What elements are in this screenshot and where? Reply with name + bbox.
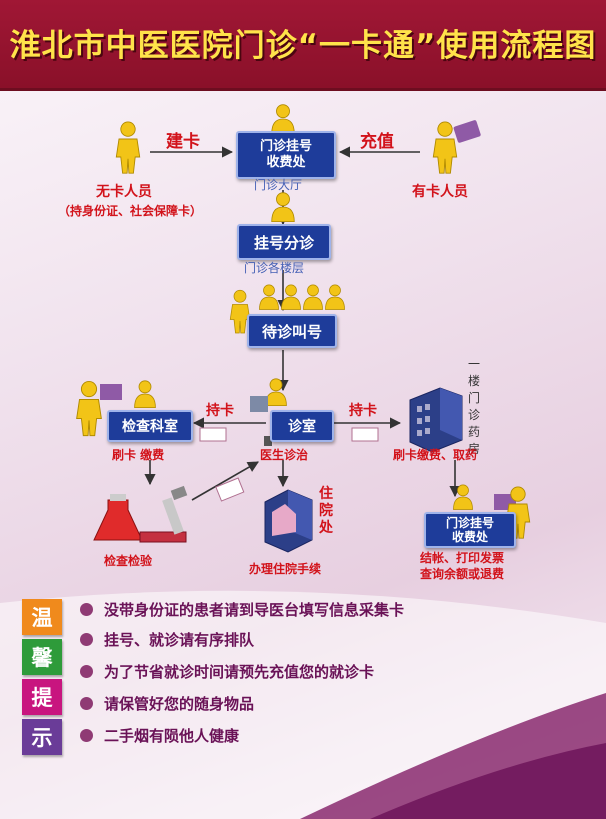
settle-line-1: 结帐、打印发票: [420, 551, 505, 565]
tip-item: 挂号、就诊请有序排队: [104, 631, 255, 649]
triage-box: 挂号分诊: [237, 224, 331, 260]
triage-staff-icon: [271, 192, 295, 222]
card-icon: [215, 477, 245, 502]
admission-label: 办理住院手续: [249, 562, 322, 576]
tip-badge-1: 温: [22, 599, 62, 635]
tips-panel: 温 馨 提 示 没带身份证的患者请到导医台填写信息采集卡 挂号、就诊请有序排队 …: [0, 583, 606, 819]
inpatient-label: 住院处: [319, 486, 333, 536]
page-title: 淮北市中医医院门诊“一卡通”使用流程图: [9, 28, 597, 64]
swipe-pay-label: 刷卡 缴费: [112, 448, 165, 462]
doctor-desk-icon: [250, 378, 287, 446]
lab-label: 检查检验: [104, 554, 153, 568]
tip-item: 请保管好您的随身物品: [104, 695, 255, 713]
bullet-icon: [80, 729, 93, 742]
exam-department-box: 检查科室: [107, 410, 193, 442]
clinic-room-box: 诊室: [270, 410, 334, 442]
hold-card-right-label: 持卡: [349, 403, 377, 419]
swipe-pay-med-label: 刷卡缴费、取药: [393, 448, 478, 462]
hold-card-left-label: 持卡: [206, 403, 234, 419]
card-icon: [351, 427, 379, 442]
registration-fee-office-box: 门诊挂号 收费处: [236, 131, 336, 179]
tip-badge-3: 提: [22, 679, 62, 715]
tip-item: 二手烟有陨他人健康: [104, 727, 240, 745]
floors-label: 门诊各楼层: [244, 261, 305, 275]
bullet-icon: [80, 603, 93, 616]
doctor-label: 医生诊治: [260, 448, 309, 462]
tip-badge-2: 馨: [22, 639, 62, 675]
waiting-call-box: 待诊叫号: [247, 314, 337, 348]
clerk-bottom-icon: [453, 484, 531, 539]
header-banner: 淮北市中医医院门诊“一卡通”使用流程图: [0, 0, 606, 91]
bullet-icon: [80, 697, 93, 710]
person-has-card-icon: [432, 121, 458, 174]
no-card-note: （持身份证、社会保障卡）: [58, 204, 203, 218]
tip-item: 为了节省就诊时间请预先充值您的就诊卡: [104, 663, 375, 681]
person-no-card-icon: [115, 121, 141, 174]
bullet-icon: [80, 665, 93, 678]
recharge-label: 充值: [360, 132, 394, 152]
settle-line-2: 查询余额或退费: [420, 567, 505, 581]
tips-background: [0, 590, 606, 819]
build-card-label: 建卡: [166, 132, 200, 152]
pharmacy-label: 一楼门诊药房: [467, 357, 480, 456]
exam-staff-icon: [76, 380, 156, 437]
flow-diagram: [76, 104, 531, 553]
hall-label: 门诊大厅: [254, 178, 303, 192]
inpatient-building-icon: [264, 489, 313, 553]
card-icon: [199, 427, 227, 442]
tip-badge-4: 示: [22, 719, 62, 755]
lab-equipment-icon: [93, 485, 188, 543]
no-card-label: 无卡人员: [96, 184, 152, 200]
pharmacy-building-icon: [409, 387, 463, 453]
card-icon: [453, 120, 481, 143]
tip-item: 没带身份证的患者请到导医台填写信息采集卡: [104, 601, 405, 619]
bullet-icon: [80, 633, 93, 646]
clerk-top-icon: [271, 104, 295, 134]
registration-fee-office-bottom-box: 门诊挂号 收费处: [424, 512, 516, 548]
has-card-label: 有卡人员: [412, 184, 468, 200]
